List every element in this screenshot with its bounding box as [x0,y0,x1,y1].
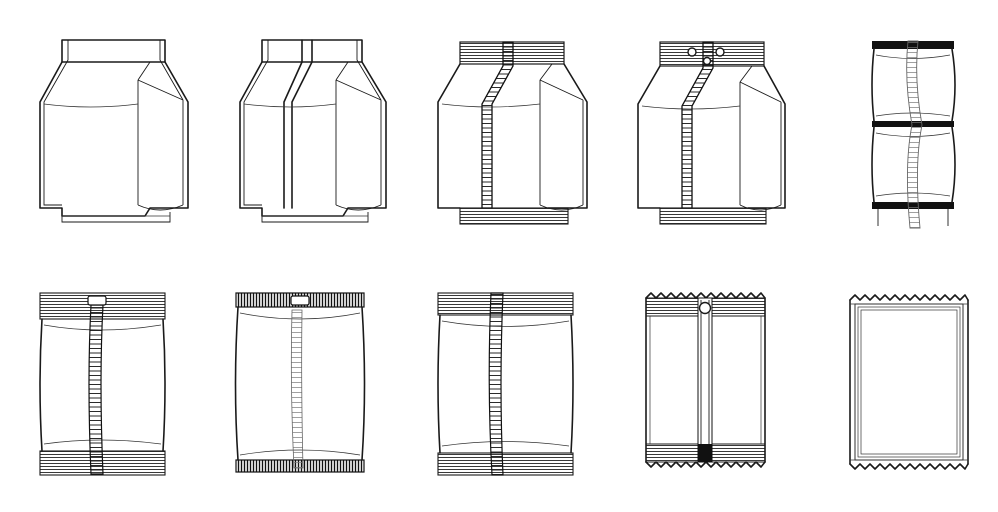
bag-pillow-black-seal-hanger [234,292,366,473]
continuous-pillow-bags-icon [871,40,956,229]
block-bottom-bag-with-holes-icon [637,41,786,225]
bag-block-bottom-back-seam-hole [637,41,786,225]
bag-pillow-back-seam-hanger [39,292,166,476]
bag-block-bottom-plain [39,39,189,223]
flat-sachet-zigzag-icon [849,294,969,470]
bag-flat-four-side-zigzag [849,294,969,470]
block-bottom-bag-back-seam-icon [437,41,588,225]
bag-continuous-pillow-chain [871,40,956,229]
pillow-bag-zigzag-hole-icon [645,292,766,468]
block-bottom-bag-double-seam-icon [239,39,387,223]
pillow-bag-dark-seal-icon [234,292,366,473]
bag-block-bottom-back-seam [437,41,588,225]
bag-pillow-back-seam [437,292,574,476]
pillow-bag-back-seam-icon [437,292,574,476]
bag-block-bottom-double-seam [239,39,387,223]
block-bottom-bag-plain-icon [39,39,189,223]
pillow-bag-hanger-icon [39,292,166,476]
bag-pillow-zigzag-punch-hole [645,292,766,468]
